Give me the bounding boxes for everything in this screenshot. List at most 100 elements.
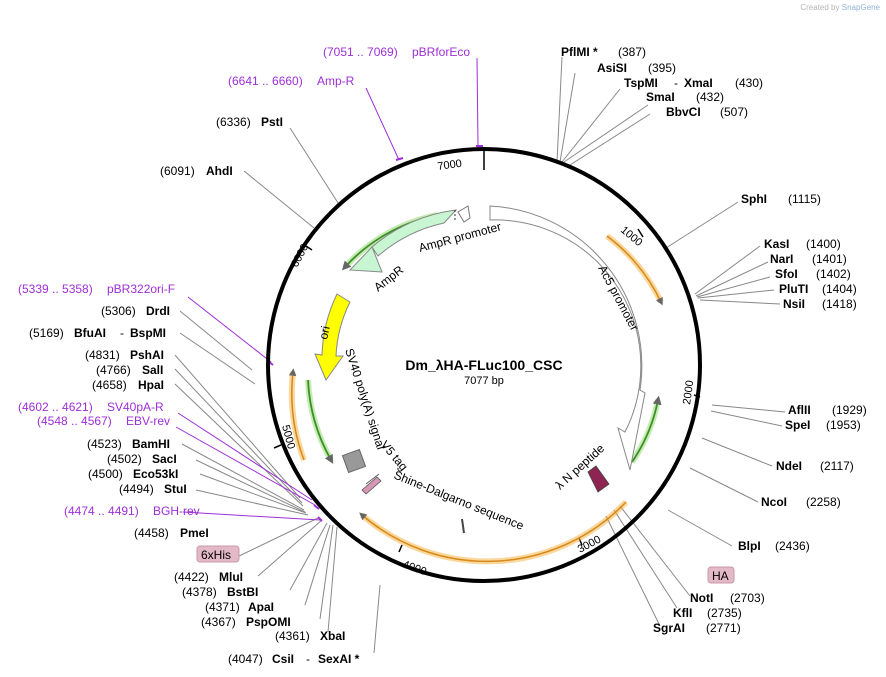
- enzyme-name-pluti: PluTI: [779, 282, 808, 296]
- enzyme-name-spei: SpeI: [785, 418, 810, 432]
- enzyme-name-ahdi: AhdI: [206, 164, 233, 178]
- enzyme-pos-ahdi: (6091): [160, 164, 195, 178]
- credit-watermark: Created by SnapGene: [800, 3, 880, 12]
- tick-label-4000: 4000: [401, 559, 428, 579]
- ampr-arrow: [348, 209, 458, 273]
- enzyme-name-ndei: NdeI: [776, 459, 802, 473]
- primer-marks: [267, 145, 483, 522]
- enzyme-sep-bfuai: -: [120, 326, 124, 340]
- primer-range-pbrforeco: (7051 .. 7069): [323, 45, 398, 59]
- enzyme-pos-blpi: (2436): [775, 539, 810, 553]
- enzyme-pos-sgrai: (2771): [706, 621, 741, 635]
- enzyme-pos-eco53ki: (4500): [88, 467, 123, 481]
- enzyme-pos-nsii: (1418): [822, 297, 857, 311]
- enzyme-pos-sfoi: (1402): [816, 267, 851, 281]
- enzyme-name-bamhi: BamHI: [132, 437, 170, 451]
- enzyme-name-bbvci: BbvCI: [666, 105, 701, 119]
- ori-arrow: [314, 293, 351, 382]
- enzyme-name-xmai: XmaI: [684, 76, 713, 90]
- enzyme-pos-stui: (4494): [119, 482, 154, 496]
- sv40-box: [341, 448, 367, 474]
- enzyme-pos-tspmi: (430): [735, 76, 763, 90]
- enzyme-name-sgrai: SgrAI: [653, 621, 685, 635]
- ac5-promoter-arrow: [489, 205, 646, 471]
- green-arrows: [305, 212, 662, 464]
- feature-label-v5-tag: V5 tag: [378, 438, 411, 474]
- enzyme-name-kfli: KflI: [673, 606, 692, 620]
- enzyme-name-aflii: AflII: [788, 403, 811, 417]
- v5-tag-mark: [361, 476, 382, 495]
- feature-label-shine-dalgarno: Shine-Dalgarno sequence: [392, 468, 526, 533]
- enzyme-name-pspomi: PspOMI: [246, 615, 291, 629]
- primer-range-bgh-rev: (4474 .. 4491): [64, 504, 139, 518]
- enzyme-pos-drdi: (5306): [101, 304, 136, 318]
- leader-lines: [174, 56, 786, 654]
- enzyme-name-bfuai: BfuAI: [74, 326, 106, 340]
- enzyme-pos-ncoi: (2258): [806, 495, 841, 509]
- enzyme-pos-pshai: (4831): [85, 348, 120, 362]
- enzyme-pos-smai: (432): [696, 90, 724, 104]
- enzyme-name-tspmi: TspMI: [624, 76, 658, 90]
- enzyme-name-psti: PstI: [261, 115, 283, 129]
- orf-arcs: [288, 235, 663, 563]
- enzyme-pos-kfli: (2735): [707, 606, 742, 620]
- primer-range-pbr322ori-f: (5339 .. 5358): [18, 282, 93, 296]
- primer-name-amp-r: Amp-R: [317, 74, 355, 88]
- enzyme-name-noti: NotI: [690, 591, 713, 605]
- enzyme-name-csii: CsiI: [272, 652, 294, 666]
- enzyme-pos-sali: (4766): [96, 363, 131, 377]
- shine-dalgarno-mark: [461, 518, 465, 534]
- enzyme-name-mlui: MluI: [219, 570, 243, 584]
- enzyme-name-pmei: PmeI: [180, 526, 209, 540]
- primer-range-sv40pa-r: (4602 .. 4621): [18, 400, 93, 414]
- tick-label-7000: 7000: [437, 158, 463, 173]
- enzyme-name-kasi: KasI: [764, 237, 789, 251]
- enzyme-pos-bstbi: (4378): [182, 585, 217, 599]
- enzyme-sep-csii: -: [306, 652, 310, 666]
- tick-label-2000: 2000: [681, 380, 696, 406]
- enzyme-pos-hpai: (4658): [92, 378, 127, 392]
- enzyme-name-bstbi: BstBI: [227, 585, 258, 599]
- primer-range-ebv-rev: (4548 .. 4567): [37, 414, 112, 428]
- primer-leaders: [175, 57, 479, 521]
- enzyme-name-nari: NarI: [770, 252, 793, 266]
- tag-box-6xhis: [196, 545, 240, 563]
- enzyme-pos-pmei: (4458): [134, 526, 169, 540]
- enzyme-name-sexai: SexAI *: [318, 652, 360, 666]
- enzyme-pos-spei: (1953): [826, 418, 861, 432]
- enzyme-name-apai: ApaI: [248, 600, 274, 614]
- tag-label-6xhis: 6xHis: [201, 548, 231, 562]
- enzyme-pos-pflmi: (387): [618, 45, 646, 59]
- enzyme-pos-kasi: (1400): [806, 237, 841, 251]
- feature-label-sv40-polya: SV40 poly(A) signal: [342, 347, 388, 452]
- enzyme-pos-ndei: (2117): [820, 459, 854, 473]
- enzyme-sep-tspmi: -: [674, 76, 678, 90]
- enzyme-name-bspmi: BspMI: [130, 326, 166, 340]
- enzyme-name-stui: StuI: [164, 482, 187, 496]
- credit-prefix: Created by: [800, 3, 840, 12]
- primer-name-sv40pa-r: SV40pA-R: [107, 400, 164, 414]
- backbone-ring: [266, 147, 702, 583]
- enzyme-name-pshai: PshAI: [130, 348, 164, 362]
- enzyme-pos-aflii: (1929): [832, 403, 867, 417]
- enzyme-name-smai: SmaI: [646, 90, 675, 104]
- enzyme-pos-csii: (4047): [228, 652, 263, 666]
- enzyme-name-blpi: BlpI: [738, 539, 761, 553]
- enzyme-pos-bamhi: (4523): [87, 437, 122, 451]
- enzyme-pos-pluti: (1404): [822, 282, 857, 296]
- enzyme-name-nsii: NsiI: [783, 297, 805, 311]
- enzyme-name-asisi: AsiSI: [597, 61, 627, 75]
- enzyme-name-sphi: SphI: [741, 192, 767, 206]
- v5-tag-line: [365, 473, 380, 485]
- enzyme-pos-noti: (2703): [730, 591, 765, 605]
- enzyme-name-eco53ki: Eco53kI: [133, 467, 178, 481]
- feature-label-ac5-promoter: Ac5 promoter: [595, 263, 641, 333]
- enzyme-pos-mlui: (4422): [174, 570, 209, 584]
- enzyme-labels: PflMI * (387) AsiSI (395) TspMI - XmaI (…: [29, 45, 867, 666]
- enzyme-name-saci: SacI: [152, 452, 177, 466]
- enzyme-name-xbai: XbaI: [320, 629, 345, 643]
- enzyme-pos-asisi: (395): [648, 61, 676, 75]
- enzyme-pos-bfuai: (5169): [29, 326, 64, 340]
- primer-name-pbr322ori-f: pBR322ori-F: [107, 282, 175, 296]
